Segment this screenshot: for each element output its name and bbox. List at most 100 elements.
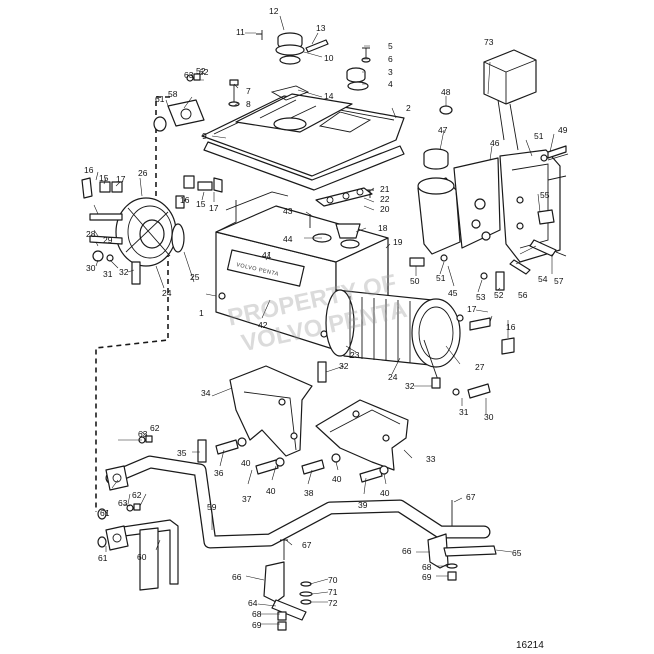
dashed-guide-left: [155, 96, 172, 216]
callout-63-mid: 63: [138, 429, 148, 439]
top-cover-assembly: [201, 85, 405, 191]
callout-69-left: 69: [252, 620, 262, 630]
callout-40-b: 40: [266, 486, 276, 496]
cap-washers: [346, 47, 371, 91]
callout-68-left: 68: [252, 609, 262, 619]
callout-40-a: 40: [241, 458, 251, 468]
callout-10: 10: [324, 53, 334, 63]
callout-42: 42: [258, 320, 268, 330]
callout-38: 38: [304, 488, 314, 498]
callout-41: 41: [262, 250, 272, 260]
callout-6: 6: [388, 54, 393, 64]
control-box-73: [483, 49, 537, 151]
callout-13: 13: [316, 23, 326, 33]
filler-cap-assembly: [256, 30, 329, 65]
callout-32-mid: 32: [339, 361, 349, 371]
callout-9: 9: [202, 131, 207, 141]
callout-50: 50: [410, 276, 420, 286]
callout-17-right: 17: [467, 304, 477, 314]
callout-69-right: 69: [422, 572, 432, 582]
callout-11: 11: [236, 27, 245, 37]
callout-40-c: 40: [332, 474, 342, 484]
callout-66-right: 66: [402, 546, 412, 556]
callout-20: 20: [380, 204, 390, 214]
bracket-34: [229, 365, 313, 457]
callout-18: 18: [378, 223, 388, 233]
callout-24-right: 24: [388, 372, 398, 382]
callout-23: 23: [350, 350, 360, 360]
callout-4: 4: [388, 79, 393, 89]
callout-35: 35: [177, 448, 187, 458]
callout-25: 25: [190, 272, 200, 282]
callout-52-top: 52: [196, 66, 206, 76]
callout-61-bottom: 61: [98, 553, 108, 563]
callout-53: 53: [476, 292, 486, 302]
callout-3: 3: [388, 67, 393, 77]
callout-60: 60: [137, 552, 147, 562]
callout-43: 43: [283, 206, 293, 216]
callout-32-right: 32: [405, 381, 415, 391]
bracket-assembly-right: [499, 149, 569, 263]
callout-73: 73: [484, 37, 494, 47]
callout-62-top: 62: [199, 67, 209, 77]
leader-lines: [93, 15, 555, 625]
callout-51-bottom: 51: [436, 273, 446, 283]
callout-21: 21: [380, 184, 390, 194]
callout-36: 36: [214, 468, 224, 478]
callout-51-top: 51: [534, 131, 544, 141]
callout-54: 54: [538, 274, 548, 284]
callout-47: 47: [438, 125, 448, 135]
callout-1: 1: [199, 308, 204, 318]
pipe-60: [115, 519, 179, 591]
callout-24-left: 24: [162, 288, 172, 298]
callout-8: 8: [246, 99, 251, 109]
callout-31-left: 31: [103, 269, 113, 279]
flange-lower-left: [97, 435, 153, 551]
dashed-guide-left-vertical: [95, 225, 169, 512]
callout-2: 2: [406, 103, 411, 113]
callout-59: 59: [207, 502, 217, 512]
callout-67-right: 67: [466, 492, 476, 502]
callout-33: 33: [426, 454, 436, 464]
flange-upper-left: [153, 73, 205, 132]
callout-44: 44: [283, 234, 293, 244]
bracket-bolts: [197, 437, 389, 483]
callout-62-mid: 62: [150, 423, 160, 433]
callout-22: 22: [380, 194, 390, 204]
callout-66-left: 66: [232, 572, 242, 582]
cylinder-air-filter: [325, 289, 461, 389]
callout-63-low: 63: [118, 498, 128, 508]
callout-12: 12: [269, 6, 279, 16]
bolt-7: [228, 79, 240, 107]
callout-numbers: 1 2 3 4 5 6 7 8 9 10 11 12 13 14 15 15 1…: [84, 6, 568, 630]
callout-17-left: 17: [116, 174, 126, 184]
callout-15-mid: 15: [196, 199, 206, 209]
callout-28: 28: [86, 229, 96, 239]
right-bolts: [317, 314, 515, 399]
callout-52-right: 52: [494, 290, 504, 300]
callout-31-right: 31: [459, 407, 469, 417]
callout-26: 26: [138, 168, 148, 178]
callout-57: 57: [554, 276, 564, 286]
callout-55: 55: [540, 190, 550, 200]
intake-housing: [417, 105, 501, 255]
hose-clamp-right: [427, 500, 497, 581]
sensor-parts: [409, 145, 567, 291]
valve-small-parts: [309, 187, 374, 239]
callout-30-right: 30: [484, 412, 494, 422]
callout-56: 56: [518, 290, 528, 300]
callout-30-left: 30: [86, 263, 96, 273]
callout-40-d: 40: [380, 488, 390, 498]
callout-39: 39: [358, 500, 368, 510]
callout-17-mid: 17: [209, 203, 219, 213]
callout-16-left: 16: [84, 165, 94, 175]
callout-68-right: 68: [422, 562, 432, 572]
callout-15-left: 15: [99, 173, 109, 183]
callout-67-left: 67: [302, 540, 312, 550]
hose-clamp-left: [263, 539, 313, 631]
callout-5: 5: [388, 41, 393, 51]
callout-71: 71: [328, 587, 338, 597]
callout-49: 49: [558, 125, 568, 135]
